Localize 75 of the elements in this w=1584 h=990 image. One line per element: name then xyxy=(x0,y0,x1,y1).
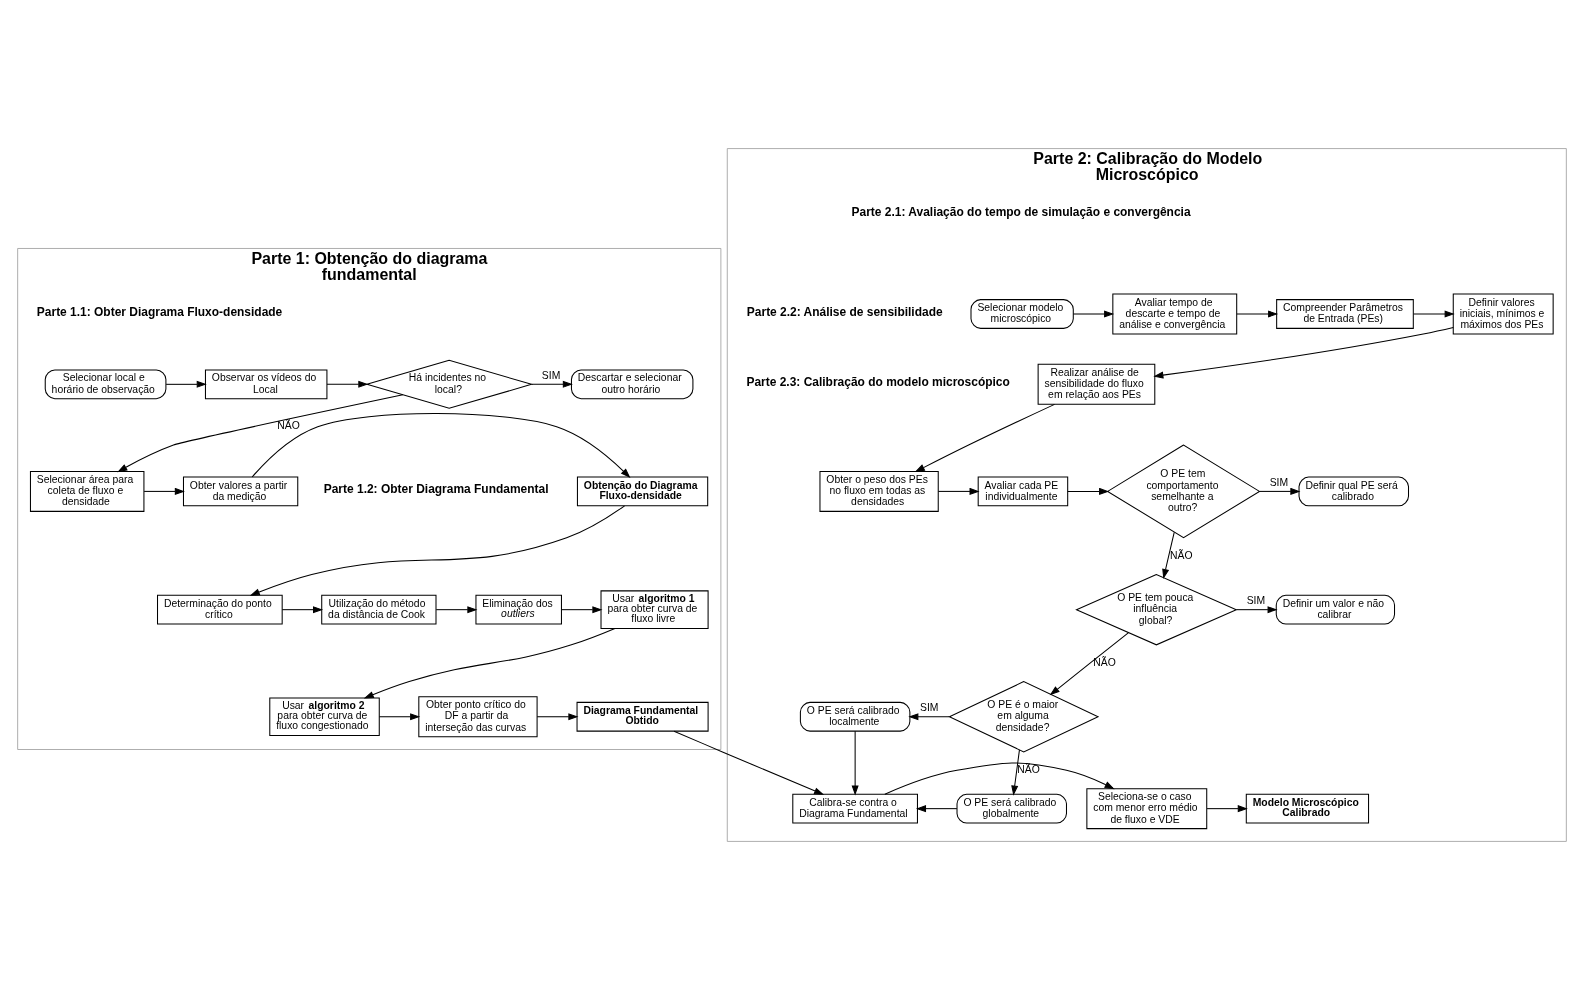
arrow xyxy=(117,394,404,473)
arrow xyxy=(1162,531,1175,580)
node-box: Compreender Parâmetros de Entrada (PEs) xyxy=(1276,299,1414,329)
arrow xyxy=(363,627,616,699)
arrow xyxy=(435,606,478,614)
edge-label: SIM xyxy=(1246,595,1266,607)
node-box: Obtenção do Diagrama Fluxo-densidade xyxy=(576,476,709,507)
arrow xyxy=(851,730,859,796)
edge-label: NÃO xyxy=(1093,656,1116,668)
node-box: Selecionar modelo microscópico xyxy=(970,299,1074,329)
arrow xyxy=(1072,310,1115,318)
node-diamond: O PE tem pouca influência global? xyxy=(1075,573,1238,646)
arrow xyxy=(531,380,573,388)
node-box: Selecionar área para coleta de fluxo e densidade xyxy=(29,470,145,512)
arrow xyxy=(143,487,185,495)
label: Parte 1.2: Obter Diagrama Fundamental xyxy=(323,482,549,497)
arrow xyxy=(536,713,579,721)
arrow xyxy=(1011,749,1020,796)
arrow xyxy=(915,805,958,813)
arrow xyxy=(884,762,1115,795)
node-box: Diagrama Fundamental Obtido xyxy=(576,701,709,732)
node-diamond: O PE tem comportamento semelhante a outro? xyxy=(1106,444,1261,539)
node-box: Observar os vídeos do Local xyxy=(204,369,328,400)
node-box: Usar algoritmo 2 para obter curva de fluxo congestionado xyxy=(269,697,380,737)
arrow xyxy=(1413,310,1455,318)
arrow xyxy=(251,413,631,479)
node-box: Definir qual PE será calibrado xyxy=(1298,476,1410,507)
arrow xyxy=(908,713,950,721)
node-box: Avaliar tempo de descarte e tempo de análise e convergência xyxy=(1112,293,1238,335)
node-box: Definir um valor e não calibrar xyxy=(1275,594,1396,625)
node-diamond: O PE é o maior em alguma densidade? xyxy=(948,681,1100,753)
edge-label: NÃO xyxy=(277,420,300,432)
label: Parte 2.3: Calibração do modelo microscópico xyxy=(746,375,1010,390)
node-box: O PE será calibrado localmente xyxy=(799,701,911,732)
edge-label: NÃO xyxy=(1017,764,1040,776)
node-box: Definir valores iniciais, mínimos e máximos dos PEs xyxy=(1452,293,1554,335)
arrow xyxy=(561,606,603,614)
node-box: Utilização do método da distância de Cook xyxy=(321,594,437,625)
arrow xyxy=(1236,310,1279,318)
node-box: Selecionar local e horário de observação xyxy=(44,369,167,400)
arrow xyxy=(378,713,421,721)
node-box: Usar algoritmo 1 para obter curva de fluxo livre xyxy=(600,590,709,629)
node-box: Obter ponto crítico do DF a partir da interseção das curvas xyxy=(418,696,538,738)
arrow xyxy=(1235,606,1278,614)
arrow xyxy=(1049,632,1129,696)
arrow xyxy=(165,380,207,388)
arrow xyxy=(937,487,980,495)
node-diamond: Há incidentes no local? xyxy=(365,359,534,409)
edge-label: SIM xyxy=(1269,477,1289,489)
node-box: Calibra-se contra o Diagrama Fundamental xyxy=(792,793,918,824)
label: Parte 1.1: Obter Diagrama Fluxo-densidade xyxy=(36,305,283,319)
edge-label: SIM xyxy=(541,370,561,382)
node-box: Eliminação dos outliers xyxy=(475,594,562,625)
arrow xyxy=(326,380,369,388)
node-box: Determinação do ponto crítico xyxy=(157,594,283,625)
node-box: Descartar e selecionar outro horário xyxy=(570,369,694,400)
node-box: Avaliar cada PE individualmente xyxy=(977,476,1069,507)
arrow xyxy=(1206,805,1248,813)
label: Parte 2.1: Avaliação do tempo de simulação e convergência xyxy=(851,205,1191,220)
arrow xyxy=(914,403,1056,473)
node-box: O PE será calibrado globalmente xyxy=(956,793,1067,824)
arrow xyxy=(1259,487,1301,495)
edge-label: NÃO xyxy=(1169,549,1193,561)
node-box: Seleciona-se o caso com menor erro médio de fluxo e VDE xyxy=(1086,788,1208,830)
edge-label: SIM xyxy=(920,702,939,714)
node-box: Obter o peso dos PEs no fluxo em todas as densidades xyxy=(819,470,939,512)
arrow xyxy=(1067,487,1110,495)
arrow xyxy=(1153,326,1454,379)
node-box: Realizar análise de sensibilidade do fluxo em relação aos PEs xyxy=(1037,363,1156,405)
arrow xyxy=(673,730,825,795)
arrow xyxy=(249,505,626,596)
node-box: Obter valores a partir da medição xyxy=(182,476,299,507)
label: Parte 2.2: Análise de sensibilidade xyxy=(746,305,943,319)
arrow xyxy=(281,606,324,614)
node-box: Modelo Microscópico Calibrado xyxy=(1245,793,1370,824)
